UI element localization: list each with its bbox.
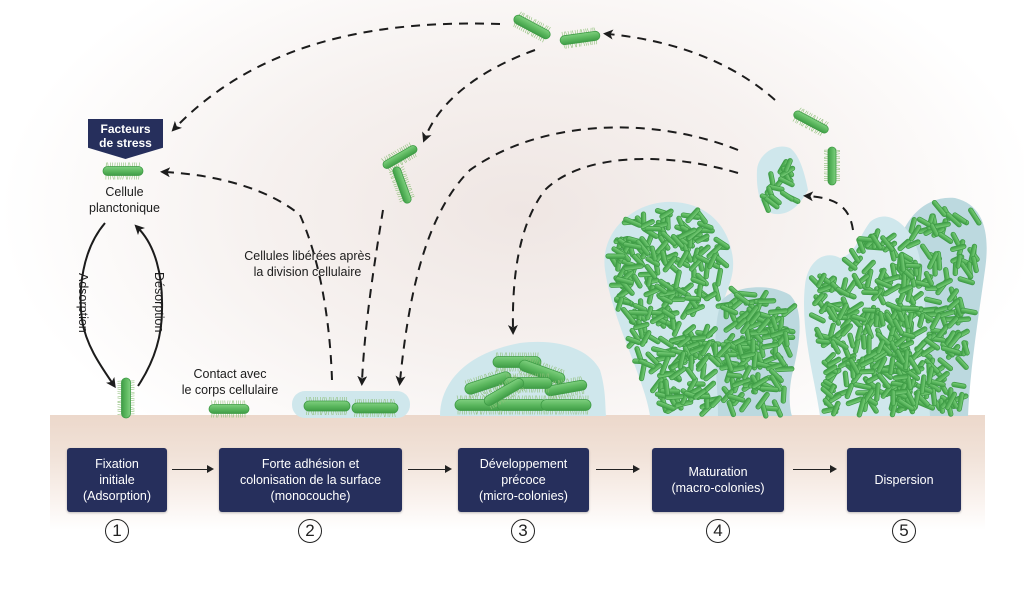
stage-box-1: Fixation initiale (Adsorption)	[67, 448, 167, 512]
bacterium-icon	[901, 306, 920, 311]
arrow-cell-to-monolayer	[362, 210, 383, 381]
bacterium-icon	[118, 378, 135, 418]
released-cells-annotation: Cellules libérées après la division cell…	[235, 248, 380, 280]
bacterium-icon	[209, 401, 249, 418]
flow-arrow-2-3	[408, 469, 450, 470]
stage-number-1: 1	[105, 519, 129, 543]
bacterium-icon	[824, 147, 840, 185]
bacterium-icon	[751, 339, 756, 353]
contact-annotation: Contact avec le corps cellulaire	[170, 366, 290, 398]
bacterium-icon	[905, 263, 920, 268]
arrow-dispersion-to-top	[608, 34, 775, 100]
bacterium-icon	[790, 106, 831, 138]
bacterium-icon	[606, 254, 625, 259]
bacterium-icon	[541, 396, 591, 415]
bacterium-icon	[891, 390, 896, 406]
bacterium-icon	[867, 335, 872, 355]
flow-arrow-1-2	[172, 469, 212, 470]
planktonic-cell-label: Cellule planctonique	[72, 184, 177, 216]
bacterium-icon	[665, 394, 684, 400]
bacterium-icon	[862, 308, 876, 313]
stage-number-2: 2	[298, 519, 322, 543]
bacterium-icon	[103, 163, 143, 180]
adsorption-label: Adsorption	[76, 273, 90, 333]
arrow-top-to-stress	[175, 24, 500, 128]
stage-number-3: 3	[511, 519, 535, 543]
adsorption-loop	[81, 223, 162, 386]
stage-box-4: Maturation (macro-colonies)	[652, 448, 784, 512]
bacterium-icon	[559, 27, 601, 49]
flow-arrow-4-5	[793, 469, 835, 470]
flow-arrow-3-4	[596, 469, 638, 470]
arrow-top-to-cluster	[425, 50, 535, 138]
stage-box-2: Forte adhésion et colonisation de la sur…	[219, 448, 402, 512]
stage-number-4: 4	[706, 519, 730, 543]
colony-bacteria	[606, 158, 982, 419]
bacterium-icon	[758, 298, 776, 303]
bacterium-icon	[657, 352, 676, 357]
bacterium-icon	[760, 386, 779, 392]
desorption-label: Désorption	[152, 272, 166, 332]
stage-box-5: Dispersion	[847, 448, 961, 512]
bacterium-icon	[645, 226, 662, 231]
bacterium-icon	[861, 334, 866, 349]
bacterium-icon	[685, 296, 701, 301]
stage-number-5: 5	[892, 519, 916, 543]
bacterium-icon	[510, 10, 553, 44]
bacterium-icon	[862, 290, 879, 295]
stage-box-3: Développement précoce (micro-colonies)	[458, 448, 589, 512]
arrow-to-dispersing-cluster	[808, 196, 853, 230]
